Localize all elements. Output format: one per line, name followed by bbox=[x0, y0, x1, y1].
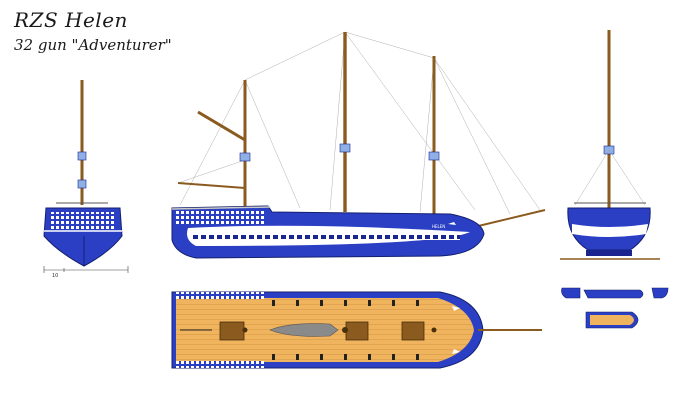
boat-stern-view bbox=[561, 287, 581, 299]
gun-ports bbox=[190, 234, 460, 240]
deck-guns bbox=[272, 300, 419, 360]
stern-masttop bbox=[77, 151, 87, 161]
mizzen-boom bbox=[177, 182, 246, 189]
deck-plan-view bbox=[171, 291, 542, 369]
bowsprit bbox=[469, 209, 546, 229]
scale-bar: 10 bbox=[43, 266, 129, 279]
aft-hatch bbox=[219, 321, 245, 341]
fore-hatch bbox=[401, 321, 425, 341]
rigging-lines bbox=[177, 31, 541, 215]
stern-cabin-windows bbox=[176, 210, 266, 224]
main-mast-step bbox=[342, 327, 348, 333]
mizzen-top bbox=[239, 152, 251, 162]
bow-view bbox=[560, 30, 660, 260]
ship-subtitle: 32 gun "Adventurer" bbox=[14, 36, 172, 54]
scale-bar-label: 10 bbox=[52, 273, 58, 279]
stern-view: 10 bbox=[43, 80, 129, 279]
side-profile-view: HELEN bbox=[171, 31, 546, 259]
main-top bbox=[339, 143, 351, 153]
ships-boat bbox=[269, 323, 339, 337]
stern-gallery-windows bbox=[50, 212, 116, 230]
ship-title: RZS Helen bbox=[14, 8, 128, 32]
mizzen-gaff bbox=[197, 110, 246, 142]
boat-details bbox=[561, 287, 669, 329]
bow-white-band bbox=[572, 224, 648, 237]
boat-bow-view bbox=[651, 287, 669, 299]
boat-side-view bbox=[583, 289, 644, 299]
hull-nameplate: HELEN bbox=[432, 224, 445, 229]
fore-mast-step bbox=[431, 327, 437, 333]
stern-masttop-lower bbox=[77, 179, 87, 189]
mizzen-mast-step bbox=[242, 327, 248, 333]
fore-top bbox=[428, 151, 440, 161]
main-hatch bbox=[345, 321, 369, 341]
